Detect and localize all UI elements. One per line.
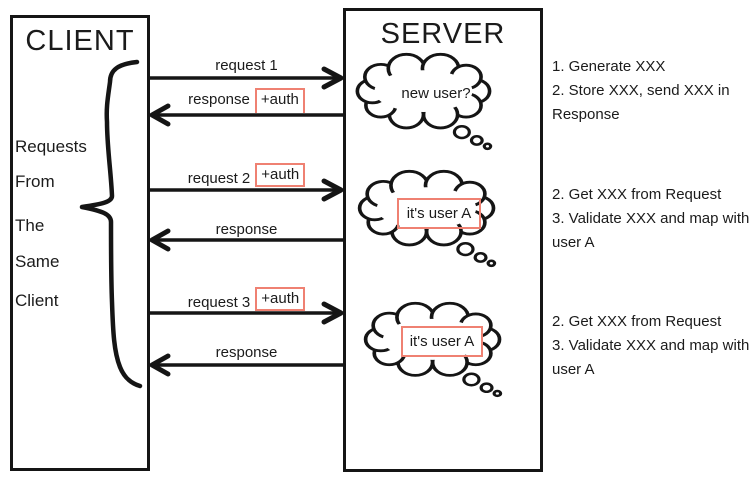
client-box: CLIENT xyxy=(10,15,150,471)
curly-brace-icon xyxy=(79,59,143,389)
cloud-user-a-badge: it's user A xyxy=(397,198,481,229)
arrow-label-request-3: request 3 +auth xyxy=(150,287,343,311)
message-arrows xyxy=(148,66,346,377)
thought-cloud-icon xyxy=(363,301,503,398)
annotation-token-validation-1: 2. Get XXX from Request 3. Validate XXX … xyxy=(552,186,750,251)
annotation-token-generation: 1. Generate XXX 2. Store XXX, send XXX i… xyxy=(552,58,730,123)
client-title: CLIENT xyxy=(25,25,135,57)
auth-token-badge: +auth xyxy=(254,88,305,113)
brace-label-requests: Requests xyxy=(15,137,87,156)
arrow-label-response-3: response xyxy=(215,344,278,361)
auth-token-badge: +auth xyxy=(255,163,306,187)
annotation-token-validation-2: 2. Get XXX from Request 3. Validate XXX … xyxy=(552,313,750,378)
arrow-label-response-1: response +auth xyxy=(150,88,343,113)
brace-label-from: From xyxy=(15,172,55,191)
cloud-text-new-user: new user? xyxy=(401,85,471,102)
thought-cloud-icon xyxy=(355,52,493,151)
arrow-label-request-1: request 1 xyxy=(215,57,278,74)
auth-token-badge: +auth xyxy=(255,287,306,311)
arrow-label-response-2: response xyxy=(215,221,278,238)
cloud-user-a-badge: it's user A xyxy=(401,326,483,357)
server-title: SERVER xyxy=(380,18,506,50)
thought-cloud-icon xyxy=(357,169,497,268)
brace-label-the: The xyxy=(15,216,45,235)
arrow-label-request-2: request 2 +auth xyxy=(150,163,343,187)
brace-label-same: Same xyxy=(15,252,60,271)
brace-label-client: Client xyxy=(15,291,59,310)
